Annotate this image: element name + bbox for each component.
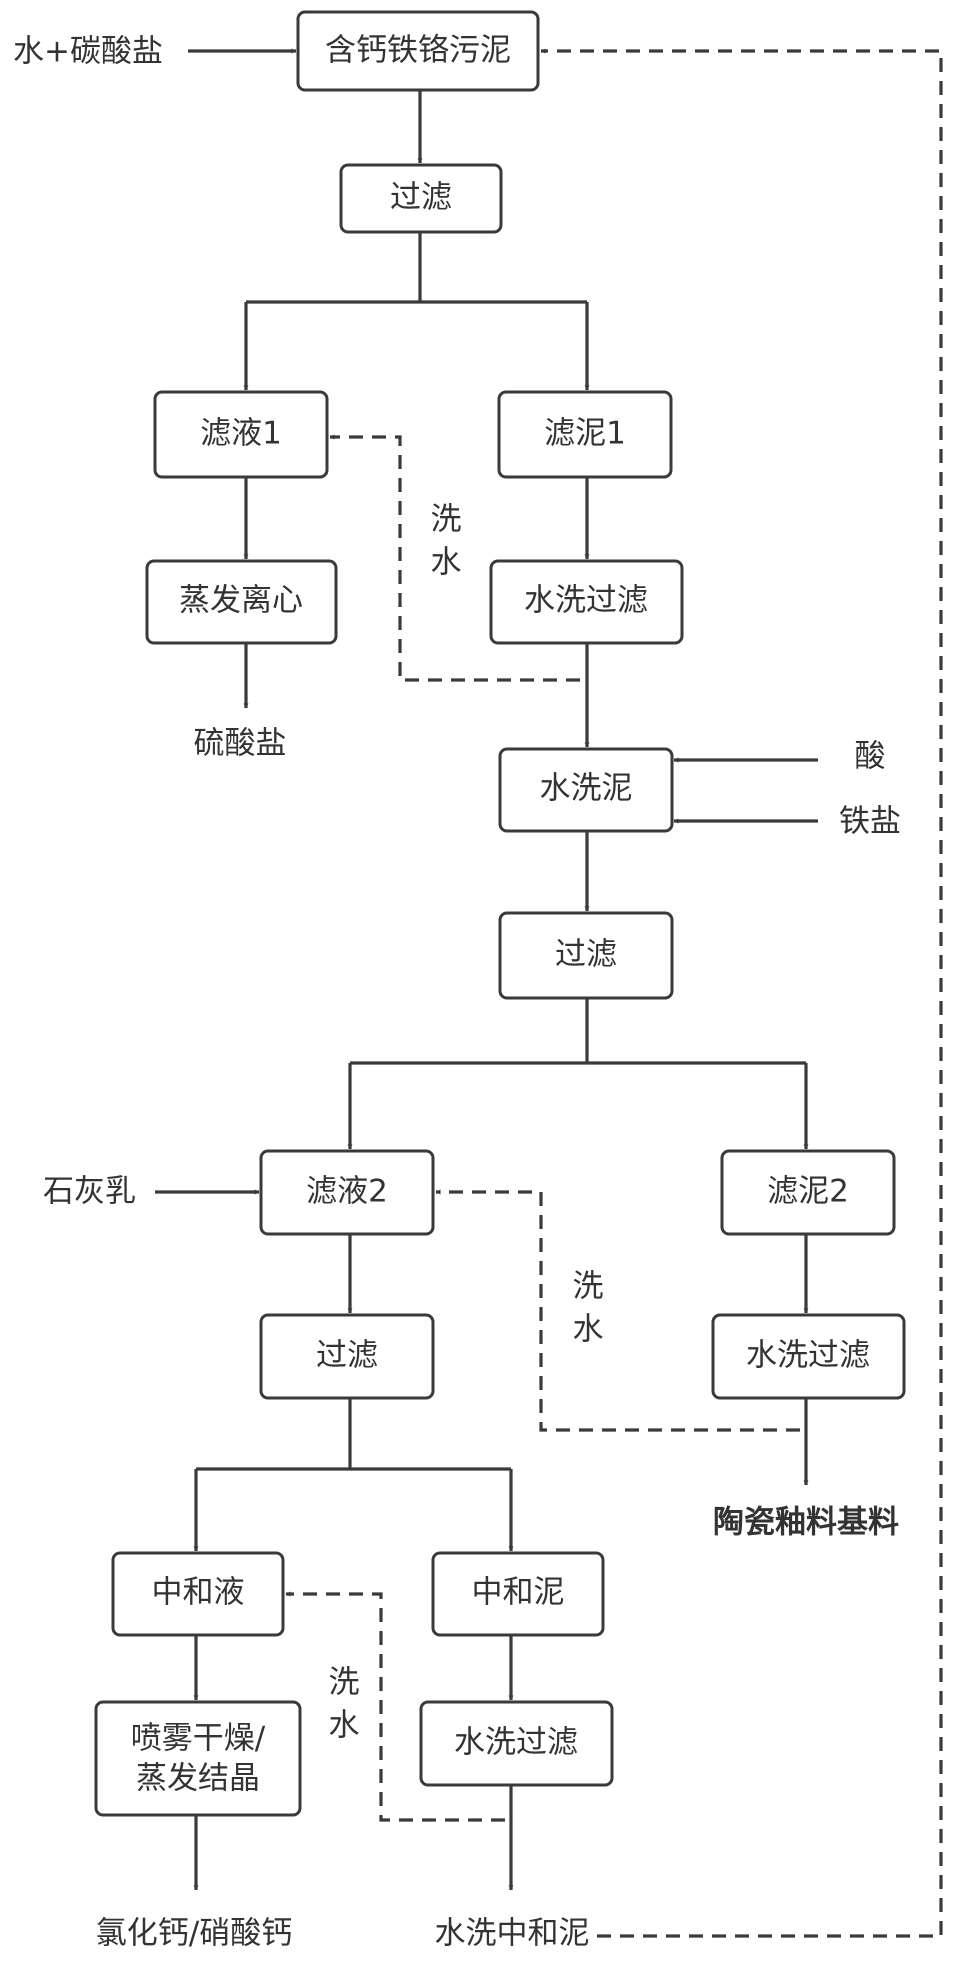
acid-label: 酸 — [855, 739, 886, 775]
evaporate-centrifuge-label: 蒸发离心 — [179, 583, 303, 619]
washed-neutral-mud-label: 水洗中和泥 — [435, 1916, 590, 1952]
filter-1-label: 过滤 — [390, 180, 452, 216]
spray-dry-label-line-2: 蒸发结晶 — [136, 1761, 260, 1797]
wash-water-3-char-1: 洗 — [329, 1665, 360, 1701]
neutral-liquid-box — [111, 1551, 285, 1637]
ceramic-glaze-label: 陶瓷釉料基料 — [713, 1505, 899, 1541]
filter-mud-1-box — [497, 390, 673, 479]
recycle-line-to-sludge — [540, 48, 943, 1938]
wash-water-return-2 — [435, 1189, 800, 1432]
sludge-label: 含钙铁铬污泥 — [325, 33, 511, 69]
wash-water-return-1 — [329, 434, 580, 682]
filtrate-2-label: 滤液2 — [306, 1174, 388, 1210]
evaporate-centrifuge-box — [145, 559, 338, 645]
wash-water-return-3 — [285, 1591, 505, 1822]
lime-milk-label: 石灰乳 — [43, 1174, 136, 1210]
wash-filter-2-box — [711, 1313, 906, 1400]
wash-water-1-char-2: 水 — [431, 545, 462, 581]
wash-filter-1-label: 水洗过滤 — [524, 583, 648, 619]
washed-mud-label: 水洗泥 — [540, 771, 633, 807]
filtrate-1-box — [153, 390, 329, 479]
sludge-box — [296, 10, 540, 92]
iron-salt-label: 铁盐 — [839, 804, 901, 840]
water-carbonate-label: 水+碳酸盐 — [13, 34, 163, 70]
neutral-mud-label: 中和泥 — [472, 1575, 565, 1611]
wash-filter-2-label: 水洗过滤 — [746, 1338, 870, 1374]
wash-water-3-char-2: 水 — [329, 1708, 360, 1744]
filter-2-split-line — [350, 998, 806, 1065]
spray-dry-box — [94, 1700, 302, 1817]
filter-3-label: 过滤 — [316, 1338, 378, 1374]
sulfate-label: 硫酸盐 — [194, 726, 287, 762]
filter-mud-2-label: 滤泥2 — [767, 1174, 849, 1210]
filter-3-split-line — [196, 1398, 511, 1471]
spray-dry-label-line-1: 喷雾干燥/ — [131, 1721, 266, 1757]
neutral-liquid-label: 中和液 — [152, 1575, 245, 1611]
filter-mud-2-box — [720, 1149, 896, 1236]
wash-filter-3-box — [419, 1700, 614, 1787]
filter-3-box — [259, 1313, 435, 1400]
filter-2-label: 过滤 — [555, 937, 617, 973]
calcium-salts-label: 氯化钙/硝酸钙 — [96, 1916, 292, 1952]
filtrate-2-box — [259, 1149, 435, 1236]
filtrate-1-label: 滤液1 — [200, 416, 282, 452]
wash-filter-3-label: 水洗过滤 — [454, 1725, 578, 1761]
wash-water-2-char-2: 水 — [573, 1312, 604, 1348]
wash-water-2-char-1: 洗 — [573, 1269, 604, 1305]
neutral-mud-box — [431, 1551, 605, 1637]
wash-water-1-char-1: 洗 — [431, 502, 462, 538]
filter-mud-1-label: 滤泥1 — [544, 416, 626, 452]
filter-1-split-line — [246, 232, 587, 304]
